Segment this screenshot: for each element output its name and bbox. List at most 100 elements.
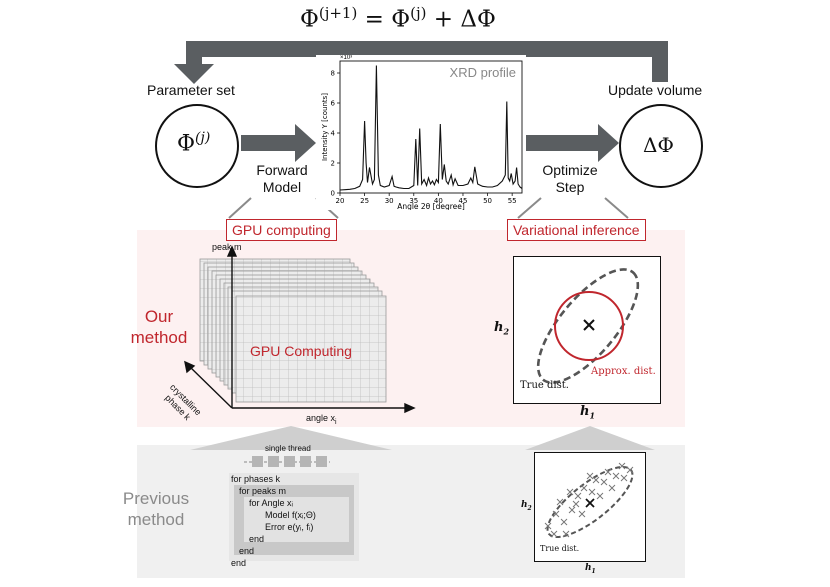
prev-true-dist-ellipse bbox=[546, 465, 634, 539]
code-loop-boxes bbox=[229, 473, 359, 561]
xrd-ylabel: Intensity Y [counts] bbox=[321, 93, 329, 161]
sample-cross bbox=[544, 522, 552, 530]
sample-cross bbox=[574, 492, 582, 500]
single-thread-icons bbox=[244, 456, 330, 467]
sample-cross bbox=[600, 478, 608, 486]
xrd-xtick-label: 25 bbox=[360, 197, 369, 205]
sample-cross bbox=[550, 530, 558, 538]
prev-vi-plot-shapes bbox=[544, 462, 634, 539]
gpu-block-label: GPU Computing bbox=[250, 343, 352, 359]
true-dist-ellipse bbox=[536, 268, 640, 384]
equation-lhs-sup: (j+1) bbox=[318, 4, 358, 22]
optimize-arrow bbox=[526, 124, 619, 162]
gpu-stack-axes bbox=[184, 245, 416, 414]
vi-true-dist-label: True dist. bbox=[520, 380, 569, 391]
vi-plot-shapes bbox=[536, 268, 640, 384]
sample-cross bbox=[586, 472, 594, 480]
sample-cross bbox=[580, 484, 588, 492]
sample-cross bbox=[560, 518, 568, 526]
sample-cross bbox=[552, 510, 560, 518]
xrd-xlabel: Angle 2θ [degree] bbox=[397, 202, 465, 210]
xrd-profile-chart: 20 25 30 35 40 45 50 55 0 2 4 6 8 XRD profile ×10³ A… bbox=[316, 55, 526, 210]
peak-axis-label: peak m bbox=[212, 242, 242, 252]
gpu-grid-stack bbox=[199, 258, 387, 403]
update-equation: Φ(j+1) = Φ(j) + ΔΦ bbox=[300, 4, 496, 33]
parameter-set-label: Parameter set bbox=[147, 82, 235, 98]
prev-vi-plot-frame bbox=[534, 452, 646, 562]
parameter-set-symbol: Φ(j) bbox=[177, 130, 211, 157]
previous-callout-right bbox=[525, 426, 655, 450]
sample-cross bbox=[608, 484, 616, 492]
prev-vi-h2-label: h2 bbox=[521, 500, 532, 512]
previous-callout-left bbox=[190, 426, 392, 450]
xrd-xtick-label: 45 bbox=[459, 197, 468, 205]
xrd-ytick-label: 0 bbox=[331, 190, 335, 198]
vi-plot-frame bbox=[513, 256, 661, 404]
equation-eq: = bbox=[357, 6, 392, 33]
code-line-2: for peaks m bbox=[239, 486, 287, 496]
xrd-ytick-label: 6 bbox=[331, 100, 336, 108]
code-line-7: end bbox=[239, 546, 255, 556]
sample-markers bbox=[544, 462, 634, 538]
xrd-xtick-label: 40 bbox=[434, 197, 443, 205]
xrd-ytick-label: 2 bbox=[331, 160, 335, 168]
update-volume-label: Update volume bbox=[608, 82, 703, 98]
code-line-6: end bbox=[249, 534, 265, 544]
equation-lhs: Φ bbox=[300, 6, 319, 33]
sample-cross bbox=[596, 492, 604, 500]
code-line-5: Error e(yᵢ, fᵢ) bbox=[265, 522, 314, 532]
vi-h1-label: h1 bbox=[580, 404, 596, 421]
sample-cross bbox=[578, 510, 586, 518]
xrd-xtick-label: 30 bbox=[385, 197, 394, 205]
xrd-xtick-label: 50 bbox=[483, 197, 492, 205]
sample-cross bbox=[556, 498, 564, 506]
gpu-computing-label: GPU computing bbox=[226, 219, 337, 241]
vi-h2-label: h2 bbox=[494, 320, 510, 337]
prev-vi-true-dist-label: True dist. bbox=[540, 544, 580, 553]
sample-cross bbox=[562, 530, 570, 538]
xrd-plot-frame bbox=[339, 60, 523, 194]
xrd-xtick-label: 35 bbox=[409, 197, 418, 205]
xrd-background bbox=[316, 55, 526, 210]
vi-approx-dist-label: Approx. dist. bbox=[591, 366, 656, 377]
sample-cross bbox=[618, 462, 626, 470]
sample-cross bbox=[566, 488, 574, 496]
update-loop-arrow bbox=[174, 41, 668, 84]
vi-mean-marker bbox=[583, 319, 595, 331]
xrd-multiplier: ×10³ bbox=[340, 55, 352, 61]
sample-cross bbox=[592, 476, 600, 484]
xrd-title: XRD profile bbox=[450, 65, 516, 80]
code-line-4: Model f(xᵢ;Θ) bbox=[265, 510, 316, 520]
variational-inference-label: Variational inference bbox=[507, 219, 646, 241]
sample-cross bbox=[626, 466, 634, 474]
xrd-series-line bbox=[339, 65, 523, 191]
sample-cross bbox=[572, 500, 580, 508]
code-line-1: for phases k bbox=[231, 474, 281, 484]
equation-phi-sup: (j) bbox=[410, 4, 427, 22]
approx-dist-circle bbox=[554, 291, 624, 361]
xrd-ytick-label: 4 bbox=[331, 130, 336, 138]
angle-axis-label: angle xi bbox=[306, 413, 337, 426]
sample-cross bbox=[612, 472, 620, 480]
sample-cross bbox=[604, 468, 612, 476]
xrd-xtick-label: 55 bbox=[508, 197, 517, 205]
update-volume-symbol: ΔΦ bbox=[643, 133, 674, 157]
single-thread-label: single thread bbox=[265, 444, 311, 453]
parameter-set-node: Φ(j) bbox=[155, 104, 239, 188]
xrd-ytick-label: 8 bbox=[331, 70, 335, 78]
xrd-xtick-label: 20 bbox=[336, 197, 345, 205]
prev-mean-marker bbox=[585, 498, 595, 508]
prev-vi-h1-label: h1 bbox=[585, 563, 596, 575]
equation-phi: Φ bbox=[391, 6, 411, 33]
update-volume-node: ΔΦ bbox=[619, 104, 703, 188]
forward-arrow bbox=[241, 124, 316, 162]
sample-cross bbox=[588, 488, 596, 496]
sample-cross bbox=[620, 474, 628, 482]
sample-cross bbox=[568, 506, 576, 514]
equation-rest: + ΔΦ bbox=[426, 6, 496, 33]
